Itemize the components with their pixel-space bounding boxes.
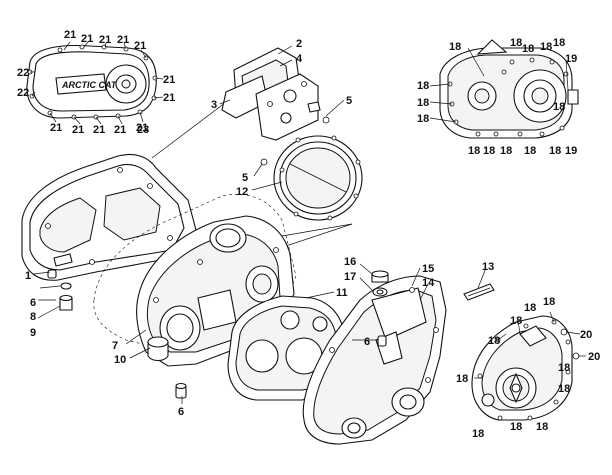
callout-21-d: 21 bbox=[117, 34, 129, 46]
callout-18-tr-n: 18 bbox=[553, 101, 565, 113]
callout-19-bottom: 19 bbox=[565, 145, 577, 157]
callout-21-k: 21 bbox=[72, 124, 84, 136]
callout-6-right: 6 bbox=[364, 336, 370, 348]
callout-18-tr-c: 18 bbox=[522, 43, 534, 55]
callout-21-a: 21 bbox=[64, 29, 76, 41]
bracket-plates bbox=[221, 47, 330, 141]
callout-18-br-b: 18 bbox=[510, 315, 522, 327]
callout-18-br-g: 18 bbox=[558, 383, 570, 395]
callout-3: 3 bbox=[211, 99, 217, 111]
callout-18-tr-f: 18 bbox=[417, 80, 429, 92]
callout-21-j: 21 bbox=[93, 124, 105, 136]
callout-18-br-c: 18 bbox=[524, 302, 536, 314]
callout-18-tr-k: 18 bbox=[500, 145, 512, 157]
callout-18-br-a: 18 bbox=[488, 335, 500, 347]
callout-18-tr-b: 18 bbox=[510, 37, 522, 49]
oil-plug-and-gasket bbox=[371, 270, 389, 297]
callout-18-tr-g: 18 bbox=[417, 97, 429, 109]
callout-21-e: 21 bbox=[134, 40, 146, 52]
callout-18-br-f: 18 bbox=[558, 362, 570, 374]
callout-1: 1 bbox=[25, 270, 31, 282]
callout-5-lower: 5 bbox=[242, 172, 248, 184]
callout-18-tr-i: 18 bbox=[468, 145, 480, 157]
callout-22-a: 22 bbox=[17, 67, 29, 79]
callout-20-a: 20 bbox=[580, 329, 592, 341]
callout-18-tr-j: 18 bbox=[483, 145, 495, 157]
arctic-cat-logo: ARCTIC CAT bbox=[61, 80, 118, 90]
callout-18-tr-d: 18 bbox=[540, 41, 552, 53]
callout-7: 7 bbox=[112, 340, 118, 352]
callout-18-tr-a: 18 bbox=[449, 41, 461, 53]
clutch-inspection-cover bbox=[260, 135, 363, 221]
crankcase-cover bbox=[302, 275, 447, 445]
callout-21-f: 21 bbox=[163, 74, 175, 86]
outer-clutch-cover: ARCTIC CAT bbox=[26, 41, 164, 125]
callout-21-c: 21 bbox=[99, 34, 111, 46]
housing-gasket bbox=[227, 295, 345, 401]
drive-housing bbox=[93, 194, 297, 367]
callout-5-upper: 5 bbox=[346, 95, 352, 107]
leader-housing-edge bbox=[281, 223, 353, 237]
callout-12: 12 bbox=[236, 186, 248, 198]
callout-17: 17 bbox=[344, 271, 356, 283]
small-dowel-right bbox=[377, 335, 387, 347]
inspection-cover-screws bbox=[279, 135, 361, 221]
callout-21-l: 21 bbox=[50, 122, 62, 134]
callout-6-left: 6 bbox=[30, 297, 36, 309]
callout-18-br-i: 18 bbox=[510, 421, 522, 433]
callout-18-tr-h: 18 bbox=[417, 113, 429, 125]
callout-10: 10 bbox=[114, 354, 126, 366]
callout-20-b: 20 bbox=[588, 351, 600, 363]
callout-11: 11 bbox=[336, 287, 348, 299]
callout-6-bottom: 6 bbox=[178, 406, 184, 418]
callout-18-br-e: 18 bbox=[456, 373, 468, 385]
callout-9: 9 bbox=[30, 327, 36, 339]
callout-22-b: 22 bbox=[17, 87, 29, 99]
leader-lines bbox=[33, 45, 586, 404]
callout-14: 14 bbox=[422, 277, 435, 289]
housing-dowel bbox=[175, 382, 187, 399]
magneto-cover bbox=[439, 39, 579, 139]
callout-labels: 21 21 21 21 21 21 21 21 21 21 21 21 22 2… bbox=[17, 29, 600, 440]
callout-18-tr-m: 18 bbox=[549, 145, 561, 157]
callout-21-b: 21 bbox=[81, 33, 93, 45]
callout-4: 4 bbox=[296, 53, 303, 65]
callout-18-br-j: 18 bbox=[536, 421, 548, 433]
callout-13: 13 bbox=[482, 261, 494, 273]
callout-8: 8 bbox=[30, 311, 36, 323]
callout-18-tr-e: 18 bbox=[553, 37, 565, 49]
callout-23: 23 bbox=[137, 124, 149, 136]
seal-strip bbox=[463, 283, 495, 301]
callout-2: 2 bbox=[296, 38, 302, 50]
callout-21-g: 21 bbox=[163, 92, 175, 104]
clutch-cover-interior bbox=[21, 153, 197, 281]
callout-18-br-d: 18 bbox=[543, 296, 555, 308]
callout-21-i: 21 bbox=[114, 124, 126, 136]
callout-15: 15 bbox=[422, 263, 434, 275]
callout-18-br-h: 18 bbox=[472, 428, 484, 440]
callout-19-top: 19 bbox=[565, 53, 577, 65]
callout-16: 16 bbox=[344, 256, 356, 268]
stator-cover bbox=[471, 315, 580, 421]
callout-21-h: 21 bbox=[136, 122, 148, 134]
callout-18-tr-l: 18 bbox=[524, 145, 536, 157]
